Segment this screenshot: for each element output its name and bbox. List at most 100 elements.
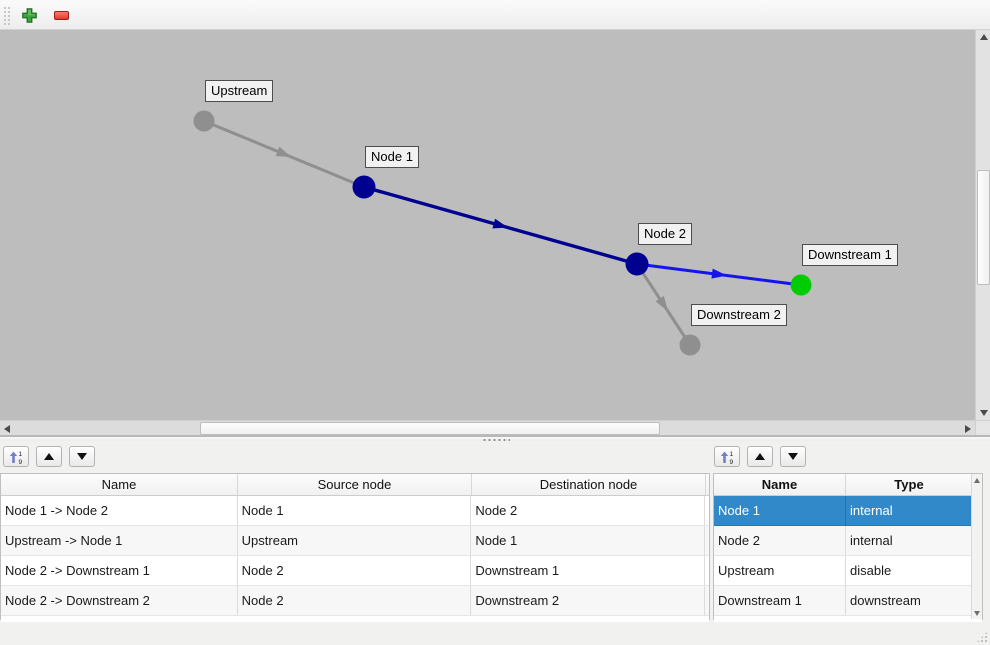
table-cell[interactable]: internal (846, 526, 973, 555)
table-row[interactable]: Node 2 -> Downstream 2Node 2Downstream 2 (1, 586, 709, 616)
scroll-up-button[interactable] (972, 474, 982, 486)
table-row[interactable]: Node 2 -> Downstream 1Node 2Downstream 1 (1, 556, 709, 586)
scrollbar-corner (975, 420, 990, 435)
table-cell[interactable]: internal (846, 496, 973, 525)
edges-sort-button[interactable]: 1 9 (3, 446, 29, 467)
table-cell[interactable]: downstream (846, 586, 973, 615)
minus-icon (54, 11, 69, 20)
edges-move-down-button[interactable] (69, 446, 95, 467)
graph-node[interactable] (626, 253, 649, 276)
canvas-vertical-scrollbar[interactable] (975, 30, 990, 420)
scroll-up-button[interactable] (976, 30, 990, 44)
table-cell[interactable]: Downstream 1 (471, 556, 705, 585)
column-header-name[interactable]: Name (714, 474, 846, 495)
nodes-table-header: Name Type (714, 474, 982, 496)
column-header-type[interactable]: Type (846, 474, 973, 495)
partial-empty-row (714, 616, 982, 622)
svg-text:9: 9 (19, 459, 23, 465)
table-cell[interactable]: Downstream 1 (714, 586, 846, 615)
svg-text:1: 1 (730, 451, 734, 458)
horizontal-scroll-thumb[interactable] (200, 422, 660, 435)
table-cell[interactable]: Node 1 (471, 526, 705, 555)
triangle-right-icon (965, 425, 971, 433)
window-resize-grip[interactable] (976, 631, 988, 643)
table-row[interactable]: Node 2internal (714, 526, 982, 556)
triangle-down-icon (974, 611, 980, 616)
sort-ascending-icon: 1 9 (8, 449, 24, 465)
scroll-down-button[interactable] (972, 607, 982, 619)
nodes-table-toolbar: 1 9 (714, 446, 806, 467)
vertical-scroll-thumb[interactable] (977, 170, 990, 285)
edges-table-header: Name Source node Destination node (1, 474, 709, 496)
graph-node[interactable] (680, 335, 701, 356)
table-row[interactable]: Upstream -> Node 1UpstreamNode 1 (1, 526, 709, 556)
column-header-name[interactable]: Name (1, 474, 238, 495)
table-cell-filler (705, 586, 709, 615)
nodes-move-up-button[interactable] (747, 446, 773, 467)
toolbar-drag-handle[interactable] (3, 6, 11, 25)
scroll-down-button[interactable] (976, 406, 990, 420)
graph-node[interactable] (353, 176, 376, 199)
table-cell[interactable]: Node 1 (238, 496, 472, 525)
table-cell-filler (705, 556, 709, 585)
nodes-table-body: Node 1internalNode 2internalUpstreamdisa… (714, 496, 982, 622)
node-label[interactable]: Downstream 2 (691, 304, 787, 326)
nodes-table: Name Type Node 1internalNode 2internalUp… (713, 473, 983, 620)
remove-node-button[interactable] (50, 4, 72, 26)
edges-table-body: Node 1 -> Node 2Node 1Node 2Upstream -> … (1, 496, 709, 622)
column-header-source-node[interactable]: Source node (238, 474, 472, 495)
svg-text:1: 1 (19, 451, 23, 458)
graph-node[interactable] (791, 275, 812, 296)
graph-canvas[interactable]: UpstreamNode 1 Node 2 Downstream 1 Downstre… (0, 30, 975, 420)
table-cell[interactable]: Upstream (238, 526, 472, 555)
table-row[interactable]: Downstream 1downstream (714, 586, 982, 616)
canvas-horizontal-scrollbar[interactable] (0, 420, 975, 435)
table-cell[interactable]: Node 2 (238, 586, 472, 615)
partial-empty-row (1, 616, 709, 622)
graph-node[interactable] (194, 111, 215, 132)
edges-table: Name Source node Destination node Node 1… (0, 473, 710, 620)
table-cell[interactable]: Downstream 2 (471, 586, 705, 615)
svg-text:9: 9 (730, 459, 734, 465)
node-label[interactable]: Node 2 (638, 223, 692, 245)
table-cell[interactable]: Node 2 (714, 526, 846, 555)
nodes-sort-button[interactable]: 1 9 (714, 446, 740, 467)
triangle-up-icon (980, 34, 988, 40)
table-cell[interactable]: Upstream (714, 556, 846, 585)
main-toolbar (0, 0, 990, 30)
table-cell-filler (705, 526, 709, 555)
table-row[interactable]: Node 1internal (714, 496, 982, 526)
table-cell[interactable]: Upstream -> Node 1 (1, 526, 238, 555)
column-header-filler (706, 474, 709, 495)
graph-area: UpstreamNode 1 Node 2 Downstream 1 Downstre… (0, 30, 990, 435)
edge-arrow-icon (276, 147, 294, 162)
table-cell[interactable]: Node 1 (714, 496, 846, 525)
edges-table-toolbar: 1 9 (3, 446, 95, 467)
table-cell[interactable]: Node 2 -> Downstream 2 (1, 586, 238, 615)
nodes-move-down-button[interactable] (780, 446, 806, 467)
node-label[interactable]: Upstream (205, 80, 273, 102)
scroll-left-button[interactable] (0, 421, 14, 436)
scroll-right-button[interactable] (961, 421, 975, 436)
nodes-table-scrollbar[interactable] (971, 474, 982, 619)
arrow-down-icon (788, 453, 798, 460)
table-row[interactable]: Node 1 -> Node 2Node 1Node 2 (1, 496, 709, 526)
node-label[interactable]: Node 1 (365, 146, 419, 168)
table-row[interactable]: Upstreamdisable (714, 556, 982, 586)
node-label[interactable]: Downstream 1 (802, 244, 898, 266)
table-cell-filler (705, 496, 709, 525)
table-cell[interactable]: disable (846, 556, 973, 585)
graph-svg (0, 30, 975, 420)
column-header-destination-node[interactable]: Destination node (472, 474, 706, 495)
arrow-up-icon (44, 453, 54, 460)
add-node-button[interactable] (18, 4, 40, 26)
arrow-up-icon (755, 453, 765, 460)
plus-icon (21, 7, 38, 24)
edges-move-up-button[interactable] (36, 446, 62, 467)
table-cell[interactable]: Node 2 (238, 556, 472, 585)
table-cell[interactable]: Node 1 -> Node 2 (1, 496, 238, 525)
arrow-down-icon (77, 453, 87, 460)
table-cell[interactable]: Node 2 (471, 496, 705, 525)
table-cell[interactable]: Node 2 -> Downstream 1 (1, 556, 238, 585)
